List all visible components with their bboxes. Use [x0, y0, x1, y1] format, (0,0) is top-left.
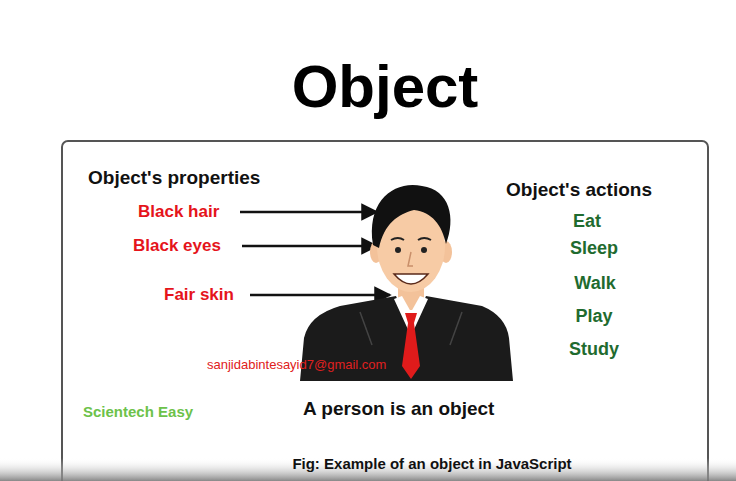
- action-label: Sleep: [494, 238, 694, 259]
- watermark: Scientech Easy: [83, 403, 193, 420]
- caption: Fig: Example of an object in JavaScript: [232, 455, 632, 472]
- title: Object: [185, 52, 585, 121]
- section-heading: Object's properties: [88, 167, 260, 189]
- action-label: Play: [494, 306, 694, 327]
- figure-label: A person is an object: [303, 398, 494, 420]
- frame: [62, 141, 708, 481]
- section-heading: Object's actions: [506, 179, 652, 201]
- action-label: Study: [494, 339, 694, 360]
- property-label: Fair skin: [164, 285, 234, 305]
- property-label: Black hair: [138, 202, 219, 222]
- property-label: Black eyes: [133, 236, 221, 256]
- action-label: Walk: [495, 273, 695, 294]
- watermark: sanjidabintesayid7@gmail.com: [207, 358, 386, 373]
- leader-lines: [240, 212, 390, 295]
- person-figure: [300, 185, 513, 381]
- action-label: Eat: [487, 211, 687, 232]
